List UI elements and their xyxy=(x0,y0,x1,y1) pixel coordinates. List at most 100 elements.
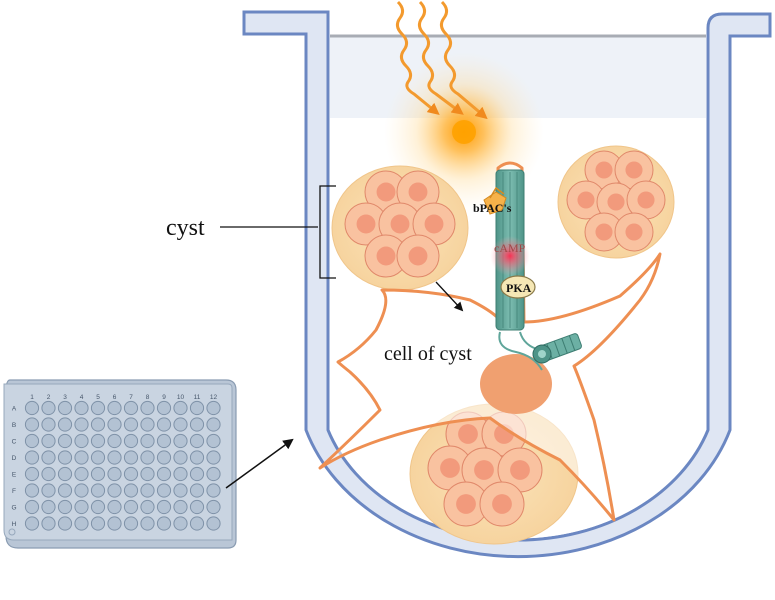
light-ray-1 xyxy=(395,0,440,116)
plate-well xyxy=(206,483,221,498)
cyst-cell xyxy=(344,202,388,246)
plate-well xyxy=(156,400,172,416)
plate-well xyxy=(206,400,221,416)
plate-well xyxy=(189,450,205,465)
plate-well xyxy=(123,483,139,498)
cyst-cell-nucleus xyxy=(595,161,613,179)
plate-well xyxy=(57,483,73,498)
primary-cilium xyxy=(483,169,582,371)
plate-well xyxy=(74,450,89,465)
plate-column-label: 10 xyxy=(177,394,185,401)
plate-column-label: 4 xyxy=(80,394,84,401)
cell-cytoplasm xyxy=(320,163,660,520)
plate-well xyxy=(24,516,40,531)
plate-well xyxy=(123,433,139,449)
plate-well xyxy=(206,499,221,515)
label-bpac: bPAC's xyxy=(473,201,512,215)
cyst-cell-nucleus xyxy=(625,161,643,179)
plate-well xyxy=(57,433,73,449)
plate-well xyxy=(90,400,106,416)
plate-well xyxy=(140,400,155,416)
camp-glow xyxy=(490,236,530,276)
basal-body xyxy=(532,333,582,364)
plate-well xyxy=(140,417,155,432)
plate-well xyxy=(140,466,155,482)
plate-column-label: 11 xyxy=(194,394,201,401)
plate-row-label: B xyxy=(12,422,16,429)
plate-well xyxy=(123,400,139,416)
plate-row-label: H xyxy=(12,521,17,528)
plate-well xyxy=(156,516,172,531)
cyst-cell-nucleus xyxy=(607,193,625,211)
cell-membrane xyxy=(318,161,662,522)
plate-well xyxy=(41,516,56,531)
bpac-protein xyxy=(483,186,507,215)
plate-well xyxy=(107,516,122,531)
plate-well xyxy=(57,499,73,515)
cyst-cell xyxy=(584,212,624,252)
plate-well xyxy=(206,433,221,449)
cyst-cell xyxy=(584,150,624,190)
cyst-2 xyxy=(557,145,675,259)
cyst-cell-nucleus xyxy=(595,223,613,241)
plate-well xyxy=(140,516,155,531)
plate-well xyxy=(123,516,139,531)
plate-well xyxy=(123,499,139,515)
plate-well xyxy=(189,400,205,416)
cyst-3 xyxy=(409,403,579,545)
plate-well xyxy=(41,450,56,465)
plate-well xyxy=(57,417,73,432)
plate-well xyxy=(57,450,73,465)
plate-well xyxy=(173,400,188,416)
cyst-cell xyxy=(614,150,654,190)
label-camp: cAMP xyxy=(494,241,526,255)
plate-well xyxy=(41,433,56,449)
plate-well xyxy=(189,499,205,515)
cyst-cell xyxy=(479,481,525,527)
plate-well xyxy=(90,466,106,482)
plate-well xyxy=(123,450,139,465)
plate-well xyxy=(206,516,221,531)
label-cell-of-cyst: cell of cyst xyxy=(384,343,472,365)
plate-well xyxy=(24,466,40,482)
plate-column-label: 6 xyxy=(113,394,117,401)
cyst-cell xyxy=(443,481,489,527)
cyst-cell-nucleus xyxy=(390,214,410,234)
plate-well xyxy=(156,499,172,515)
cyst-cell-nucleus xyxy=(510,460,530,480)
plate-well xyxy=(90,483,106,498)
plate-wells xyxy=(24,400,221,531)
plate-column-label: 12 xyxy=(210,394,218,401)
plate-well xyxy=(74,433,89,449)
plate-well xyxy=(140,433,155,449)
plate-row-label: C xyxy=(12,439,17,446)
cyst-cell-nucleus xyxy=(458,424,478,444)
cyst-cell-nucleus xyxy=(625,223,643,241)
plate-to-vessel-arrow xyxy=(225,438,294,489)
plate-well xyxy=(57,516,73,531)
plate-row-label: F xyxy=(12,488,16,495)
plate-well xyxy=(24,499,40,515)
cyst-cell-nucleus xyxy=(408,246,428,266)
cell-of-cyst xyxy=(318,161,662,522)
cysts xyxy=(331,145,675,545)
plate-well xyxy=(173,516,188,531)
plate-row-label: A xyxy=(12,406,17,413)
plate-well xyxy=(206,417,221,432)
plate-well xyxy=(24,417,40,432)
plate-well xyxy=(156,483,172,498)
cyst-cell xyxy=(566,180,606,220)
plate-well xyxy=(173,499,188,515)
plate-column-label: 3 xyxy=(63,394,67,401)
plate-well xyxy=(57,400,73,416)
plate-well xyxy=(107,400,122,416)
cyst-cell xyxy=(364,170,408,214)
cyst-cell xyxy=(445,411,491,457)
light-ray-3 xyxy=(439,0,488,120)
plate-well xyxy=(24,450,40,465)
cyst-cell xyxy=(396,234,440,278)
plate-well xyxy=(189,417,205,432)
plate-column-label: 9 xyxy=(162,394,166,401)
